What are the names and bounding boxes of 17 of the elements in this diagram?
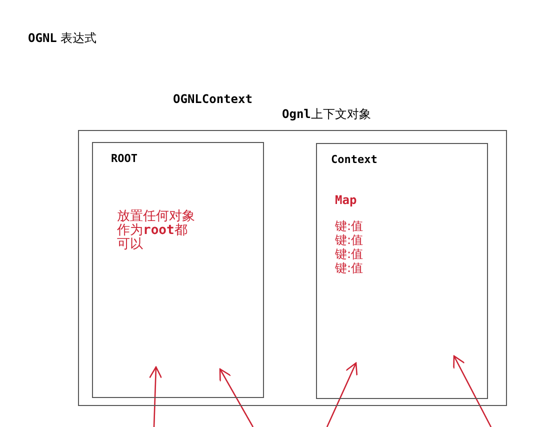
heading-text: Ognl上下文对象 — [282, 106, 371, 123]
arrow — [219, 368, 254, 427]
root-box — [92, 142, 264, 398]
box-heading: ROOT — [111, 152, 138, 165]
box-heading: Context — [331, 153, 378, 167]
key-value-text: 键:值 — [335, 247, 364, 261]
key-value-text: 键:值 — [335, 219, 364, 233]
note-text: 放置任何对象作为root都可以 — [117, 210, 196, 252]
key-value-text: 键:值 — [335, 233, 364, 247]
context-box — [316, 143, 488, 399]
map-label: Map — [335, 193, 357, 207]
arrow — [326, 362, 358, 427]
arrow — [453, 355, 492, 427]
title: OGNL 表达式 — [28, 30, 97, 47]
heading-text: OGNLContext — [173, 92, 252, 106]
key-value-text: 键:值 — [335, 261, 364, 275]
arrow — [148, 366, 162, 427]
